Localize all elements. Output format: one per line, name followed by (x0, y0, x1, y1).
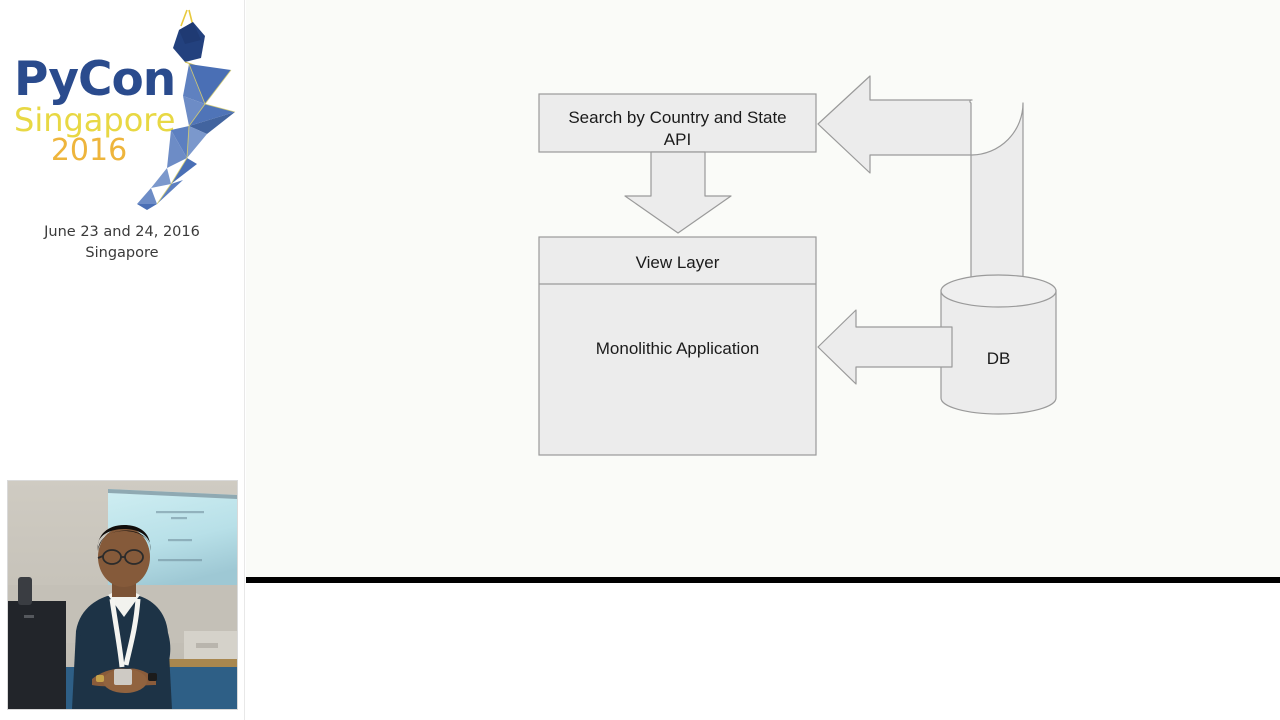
node-view-layer-label: View Layer (636, 253, 720, 272)
event-dates: June 23 and 24, 2016 (44, 224, 200, 240)
node-monolith-label: Monolithic Application (596, 339, 759, 358)
slide-canvas: DB Search by Country and State API View … (246, 0, 1280, 582)
edge-api-to-view-arrow (624, 151, 732, 234)
logo-text-year: 2016 (50, 132, 128, 168)
speaker-video-frame (8, 481, 237, 709)
event-info: June 23 and 24, 2016 Singapore (0, 222, 244, 265)
pycon-singapore-logo: PyCon Singapore 2016 (6, 8, 238, 213)
event-location: Singapore (85, 245, 159, 262)
node-monolith-stack: View Layer Monolithic Application (538, 236, 817, 456)
logo-wordmark: PyCon Singapore 2016 (14, 52, 176, 168)
architecture-diagram: DB Search by Country and State API View … (538, 75, 1057, 456)
node-api-label-line1: Search by Country and State (568, 108, 786, 127)
left-sidebar: PyCon Singapore 2016 (0, 0, 245, 720)
node-db: DB (940, 274, 1057, 415)
logo-text-pycon: PyCon (14, 52, 176, 107)
logo-text-singapore: Singapore (14, 101, 176, 140)
speaker-video-thumbnail[interactable] (8, 481, 237, 709)
node-api-label-line2: API (664, 130, 691, 149)
edge-db-to-api-arrow (817, 75, 1024, 301)
slide-bottom-bar (246, 577, 1280, 583)
node-api-box: Search by Country and State API (538, 93, 817, 153)
edge-db-to-monolith-arrow (817, 309, 953, 385)
node-db-label: DB (987, 349, 1011, 368)
origami-figure-icon (137, 9, 236, 210)
brand-block: PyCon Singapore 2016 (0, 0, 244, 285)
